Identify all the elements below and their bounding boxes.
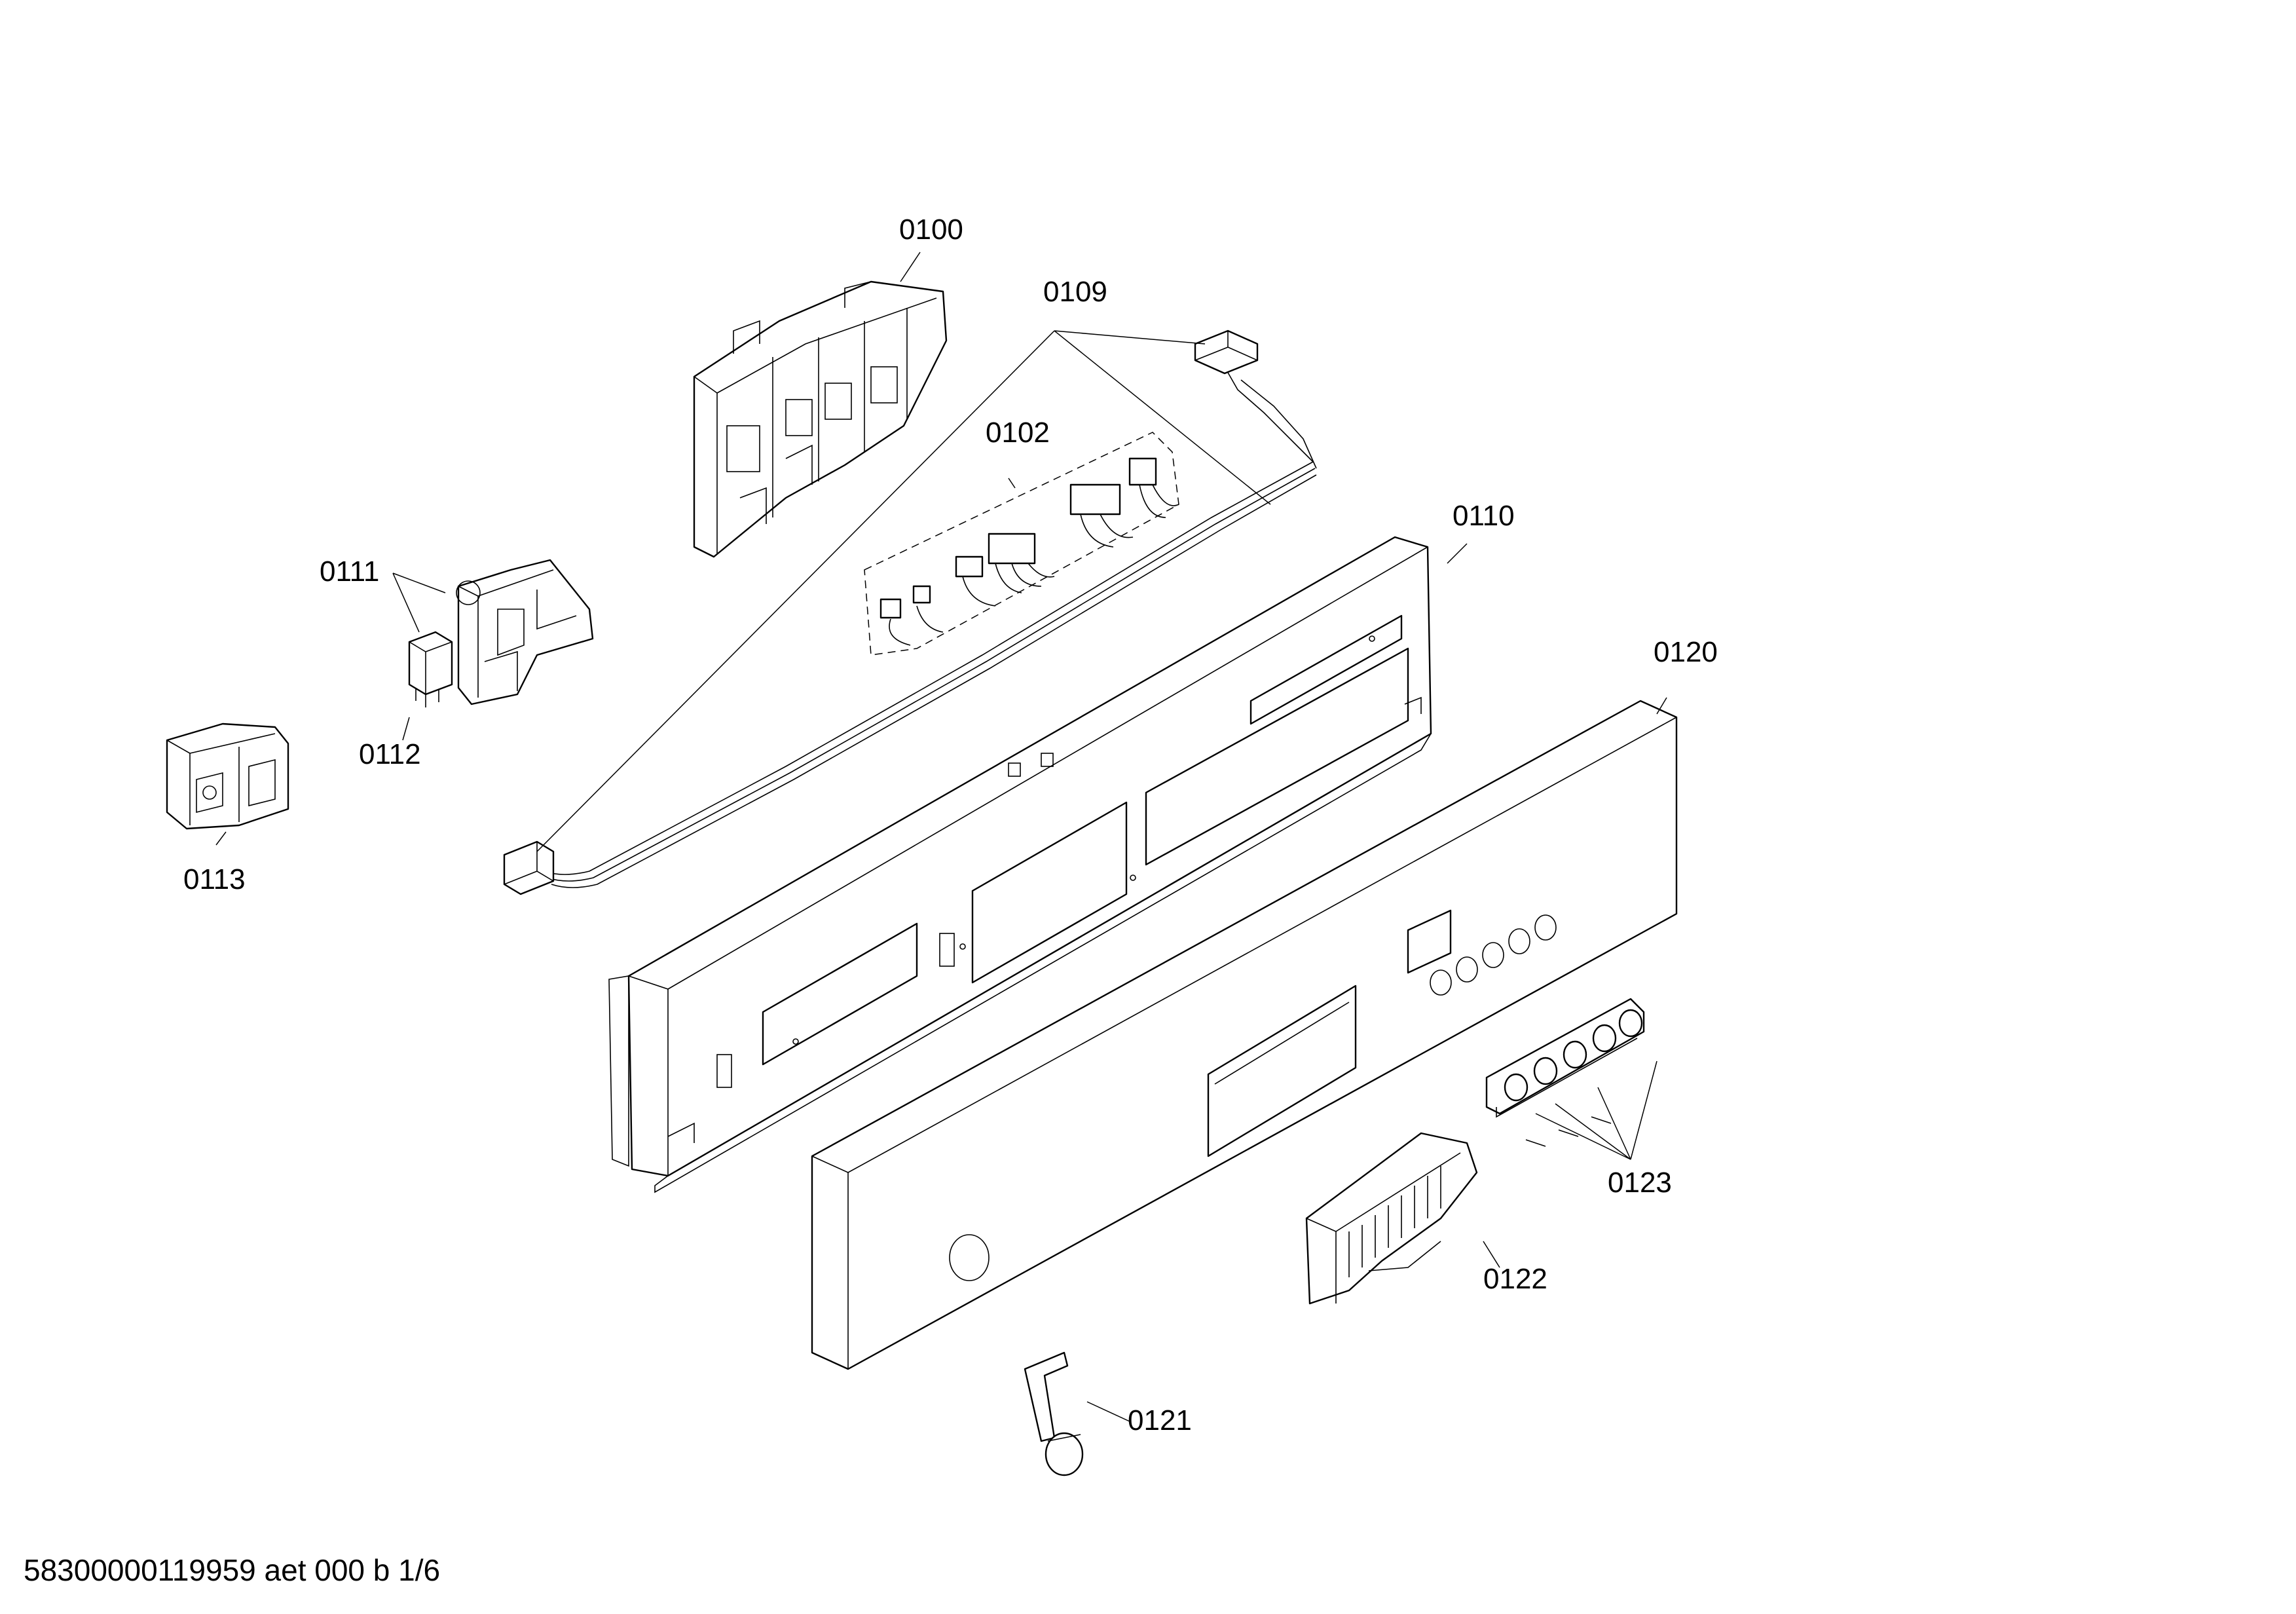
label-0113: 0113	[183, 863, 246, 895]
label-0123: 0123	[1608, 1167, 1672, 1199]
part-0121-knob	[1024, 1351, 1084, 1476]
label-0110: 0110	[1453, 500, 1515, 532]
label-0102: 0102	[986, 417, 1050, 449]
label-0112: 0112	[359, 738, 421, 770]
part-0120-control-panel	[811, 700, 1678, 1370]
part-0123-push-buttons	[1485, 998, 1645, 1118]
part-0113-switch-block	[166, 723, 289, 830]
label-0111: 0111	[320, 555, 379, 588]
part-0109-wiring-harness	[503, 329, 1317, 895]
label-0109: 0109	[1043, 276, 1107, 308]
part-0111-switch-assembly	[456, 559, 594, 705]
part-0110-panel-frame	[608, 536, 1432, 1193]
document-footer-code: 58300000119959 aet 000 b 1/6	[24, 1553, 441, 1587]
part-0112-relay	[408, 631, 453, 707]
part-0102-connector-set	[864, 432, 1179, 656]
part-0100-electronic-module	[693, 280, 948, 558]
part-0122-holder	[1305, 1132, 1478, 1305]
label-0100: 0100	[899, 214, 963, 246]
label-0121: 0121	[1128, 1404, 1192, 1436]
label-0122: 0122	[1483, 1263, 1547, 1295]
leader-lines	[215, 252, 1667, 1422]
part-labels: 0100 0109 0102 0110 0111 0112 0113 0120 …	[183, 214, 1718, 1436]
label-0120: 0120	[1654, 636, 1718, 668]
